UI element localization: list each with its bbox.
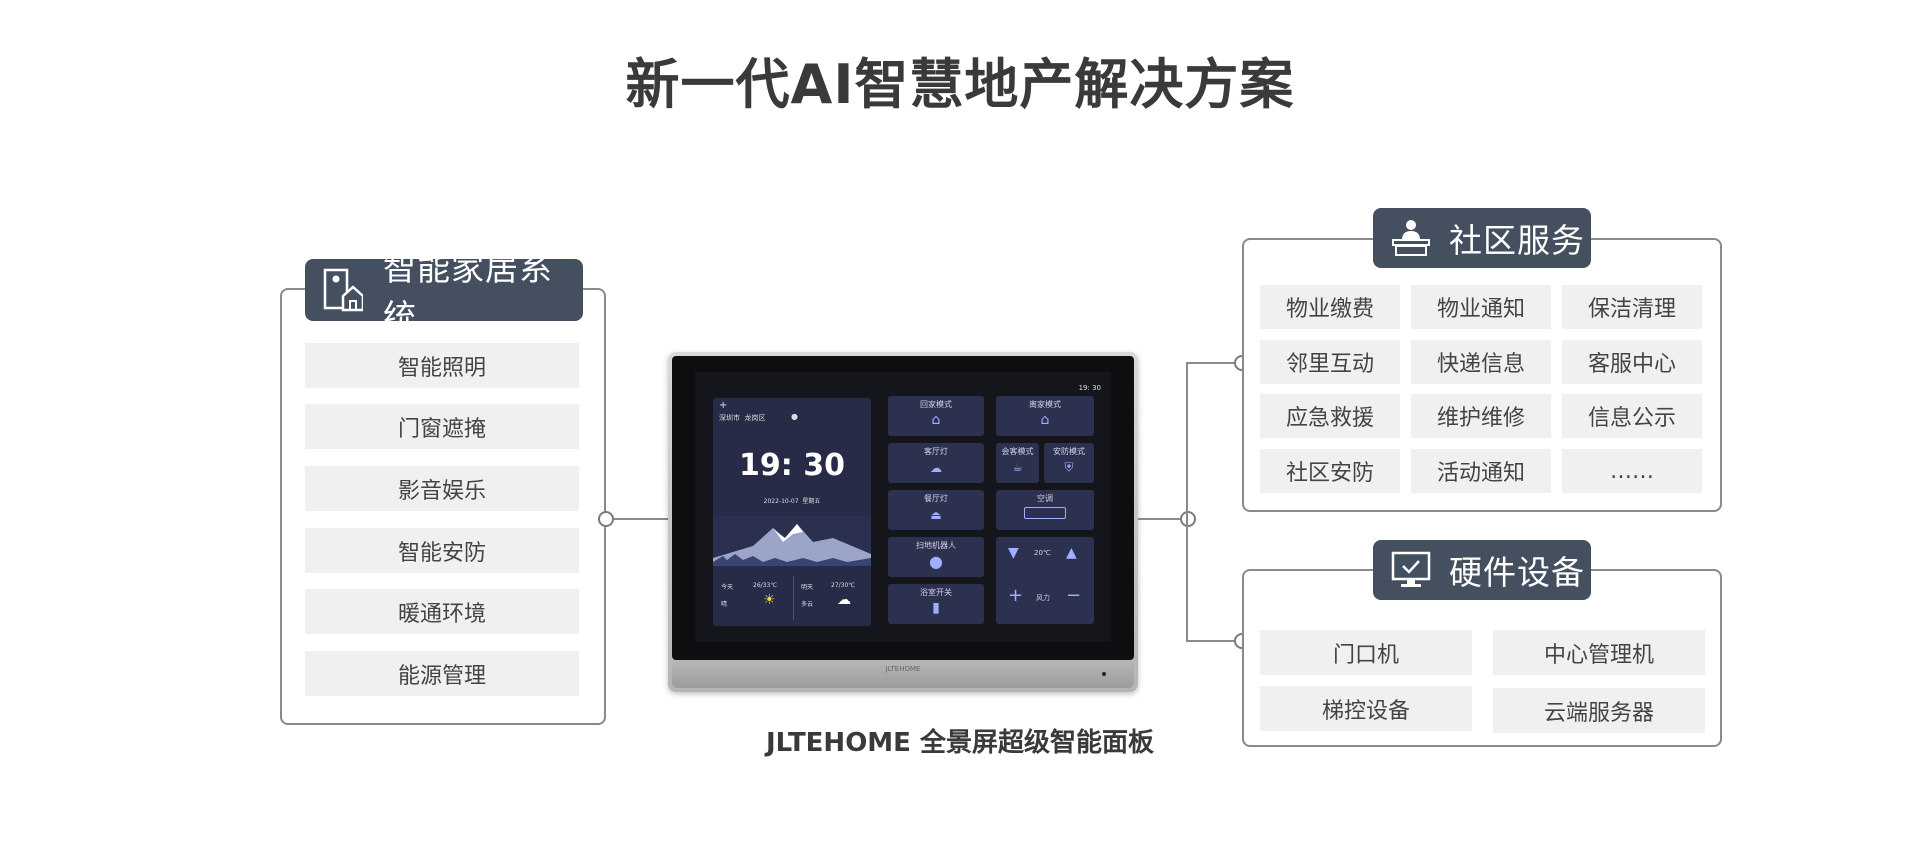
- status-time: 19: 30: [1078, 384, 1101, 392]
- smart-home-header: 智能家居系统: [305, 249, 583, 336]
- list-item[interactable]: 云端服务器: [1493, 688, 1705, 733]
- weather-today-desc: 晴: [721, 601, 728, 608]
- weather-today-label: 今天: [721, 584, 734, 591]
- house-icon: ⌂: [931, 412, 941, 428]
- cup-icon: ☕: [1012, 461, 1023, 474]
- ac-temp: 20℃: [1034, 549, 1051, 557]
- list-item[interactable]: 客服中心: [1562, 340, 1702, 384]
- list-item[interactable]: 智能安防: [305, 528, 579, 573]
- date: 2022-10-07: [763, 498, 799, 505]
- connector-dot: [1180, 511, 1196, 527]
- hardware-title: 硬件设备: [1449, 553, 1585, 592]
- fan-plus-icon[interactable]: +: [1008, 585, 1024, 606]
- tile-label: 回家模式: [920, 400, 952, 409]
- location-text: 深圳市 龙岗区: [719, 414, 766, 422]
- tile-label: 离家模式: [1029, 400, 1061, 409]
- house-icon: ⌂: [1040, 412, 1050, 428]
- weather-divider: [793, 576, 794, 620]
- list-item[interactable]: 快递信息: [1411, 340, 1551, 384]
- chandelier-icon: ☁: [930, 461, 942, 475]
- community-title: 社区服务: [1449, 221, 1585, 260]
- tile-label: 空调: [1037, 494, 1053, 503]
- robot-vacuum-icon: ●: [929, 552, 943, 571]
- community-header: 社区服务: [1373, 208, 1591, 268]
- list-item[interactable]: 邻里互动: [1260, 340, 1400, 384]
- cloud-icon: ☁: [837, 592, 851, 608]
- list-item[interactable]: 门窗遮掩: [305, 404, 579, 449]
- connector-line: [1186, 640, 1246, 642]
- list-item[interactable]: 应急救援: [1260, 394, 1400, 438]
- air-conditioner-icon: [1024, 507, 1066, 519]
- temp-up-icon[interactable]: ▲: [1066, 545, 1077, 561]
- tile-label: 客厅灯: [924, 447, 948, 456]
- connector-line: [1138, 518, 1186, 520]
- device-brand-mark: JLTEHOME: [885, 665, 921, 673]
- tile-living-light[interactable]: 客厅灯 ☁: [888, 443, 984, 483]
- fan-label: 风力: [1036, 594, 1050, 602]
- page-title: 新一代AI智慧地产解决方案: [625, 53, 1295, 116]
- hardware-header: 硬件设备: [1373, 540, 1591, 600]
- weekday: 星期五: [802, 498, 821, 505]
- shield-icon: ⛨: [1064, 460, 1074, 474]
- monitor-check-icon: [1391, 550, 1431, 590]
- list-item[interactable]: 梯控设备: [1260, 686, 1472, 731]
- list-item[interactable]: 保洁清理: [1562, 285, 1702, 329]
- tile-label: 餐厅灯: [924, 494, 948, 503]
- list-item[interactable]: 暖通环境: [305, 589, 579, 634]
- tile-label: 扫地机器人: [916, 541, 956, 550]
- list-item[interactable]: 门口机: [1260, 630, 1472, 675]
- fan-minus-icon[interactable]: −: [1066, 585, 1082, 606]
- weather-tomorrow-label: 明天: [801, 584, 814, 591]
- list-item[interactable]: 能源管理: [305, 651, 579, 696]
- smart-home-title: 智能家居系统: [383, 249, 553, 336]
- mountain-image: [713, 516, 871, 566]
- tile-ac[interactable]: 空调: [996, 490, 1094, 530]
- temp-down-icon[interactable]: ▼: [1008, 545, 1019, 561]
- add-icon[interactable]: +: [719, 400, 728, 411]
- weather-today-temp: 26/33℃: [753, 582, 778, 589]
- location-pin-icon: ●: [791, 412, 798, 421]
- device-chin: JLTEHOME: [672, 660, 1134, 688]
- clock-time: 19: 30: [739, 448, 845, 483]
- tile-dining-light[interactable]: 餐厅灯 ⏏: [888, 490, 984, 530]
- list-item[interactable]: ……: [1562, 449, 1702, 493]
- tile-home-mode[interactable]: 回家模式 ⌂: [888, 396, 984, 436]
- list-item[interactable]: 智能照明: [305, 343, 579, 388]
- weather-tomorrow-temp: 27/30℃: [831, 582, 856, 589]
- indicator-light: [1102, 672, 1106, 676]
- switch-icon: ▮: [932, 600, 940, 616]
- tile-guest-mode[interactable]: 会客模式 ☕: [996, 443, 1039, 483]
- list-item[interactable]: 信息公示: [1562, 394, 1702, 438]
- connector-line: [1186, 362, 1188, 642]
- list-item[interactable]: 活动通知: [1411, 449, 1551, 493]
- tile-security-mode[interactable]: 安防模式 ⛨: [1044, 443, 1094, 483]
- smart-home-icon: [323, 268, 365, 312]
- connector-dot: [598, 511, 614, 527]
- service-person-icon: [1391, 218, 1431, 258]
- tile-label: 浴室开关: [920, 588, 952, 597]
- tile-away-mode[interactable]: 离家模式 ⌂: [996, 396, 1094, 436]
- device-caption: JLTEHOME 全景屏超级智能面板: [766, 728, 1154, 758]
- list-item[interactable]: 维护维修: [1411, 394, 1551, 438]
- list-item[interactable]: 物业通知: [1411, 285, 1551, 329]
- list-item[interactable]: 物业缴费: [1260, 285, 1400, 329]
- tile-bath-switch[interactable]: 浴室开关 ▮: [888, 584, 984, 624]
- connector-line: [612, 518, 670, 520]
- clock-card: + 深圳市 龙岗区 ● 19: 30 2022-10-07 星期五 今天 26/…: [713, 398, 871, 626]
- connector-line: [1186, 362, 1246, 364]
- tile-label: 会客模式: [1001, 447, 1034, 456]
- date-text: 2022-10-07 星期五: [713, 496, 871, 505]
- list-item[interactable]: 影音娱乐: [305, 466, 579, 511]
- tile-label: 安防模式: [1053, 447, 1085, 456]
- list-item[interactable]: 社区安防: [1260, 449, 1400, 493]
- lamp-icon: ⏏: [930, 508, 942, 522]
- ac-control-panel: ▼ 20℃ ▲ + 风力 −: [996, 537, 1094, 624]
- tile-robot[interactable]: 扫地机器人 ●: [888, 537, 984, 577]
- sun-icon: ☀: [763, 592, 776, 608]
- weather-tomorrow-desc: 多云: [801, 601, 814, 608]
- device-screen: 19: 30 + 深圳市 龙岗区 ● 19: 30 2022-10-07 星期五…: [695, 372, 1111, 642]
- list-item[interactable]: 中心管理机: [1493, 630, 1705, 675]
